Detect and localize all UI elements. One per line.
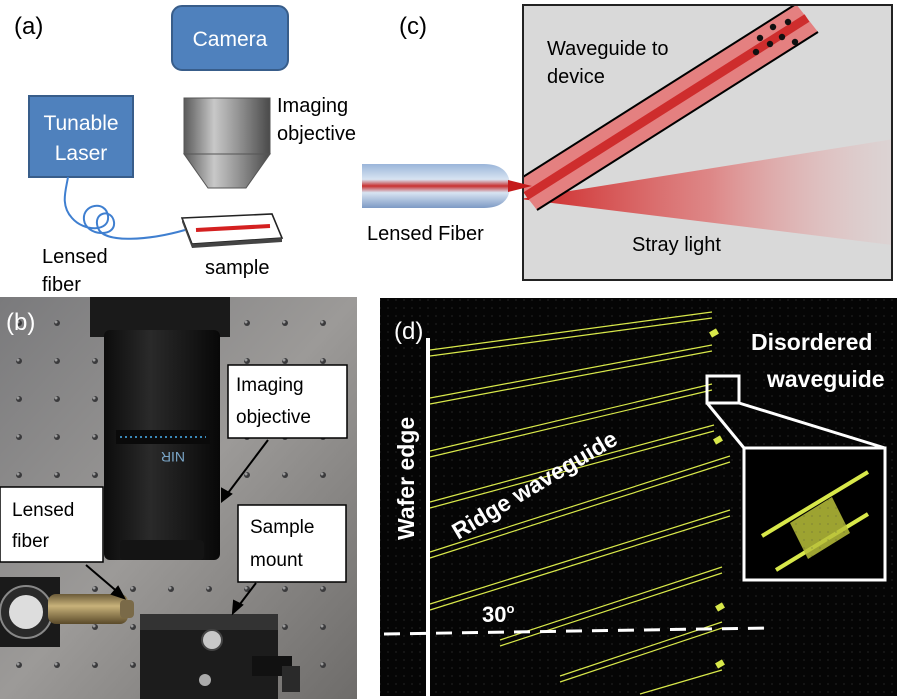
lensed-fiber-drawing — [362, 164, 532, 208]
sample-mount-photo — [140, 614, 300, 699]
imaging-objective-drawing — [183, 97, 271, 189]
angle-value: 30 — [482, 602, 506, 627]
sample-label: sample — [205, 257, 269, 279]
callout-arrows — [85, 439, 269, 616]
callout-objective-line2: objective — [236, 407, 311, 428]
fiber-label-line2: fiber — [42, 274, 81, 296]
reference-dashed-line — [383, 626, 769, 636]
camera-label: Camera — [193, 28, 268, 51]
stray-light-cone — [523, 139, 892, 246]
fiber-label-line1: Lensed — [42, 246, 108, 268]
lens-marking: NIR — [161, 449, 185, 465]
angle-degree: o — [506, 601, 514, 616]
laser-label-line2: Laser — [55, 142, 108, 165]
objective-lens-photo: NIR — [90, 297, 230, 560]
objective-label-line1: Imaging — [277, 95, 348, 117]
disordered-label-line1: Disordered — [751, 329, 872, 355]
panel-a-label: (a) — [14, 13, 43, 40]
objective-label-line2: objective — [277, 123, 356, 145]
waveguide-label-line2: device — [547, 66, 605, 88]
stray-light-label: Stray light — [632, 234, 721, 256]
fiber-coil-drawing — [63, 176, 186, 240]
sample-drawing — [180, 213, 284, 248]
callout-fiber-line1: Lensed — [12, 500, 74, 521]
panel-c: (c) Waveguide to device — [362, 4, 893, 281]
panel-b: NIR (b) Imaging objective Lensed fiber — [0, 297, 357, 699]
panel-d: (d) Wafer edge 30o Ridge waveguide Disor… — [380, 298, 897, 699]
panel-a: (a) Camera Tunable Laser Imaging objecti… — [14, 5, 356, 296]
panel-b-label: (b) — [6, 309, 35, 336]
wafer-edge-label: Wafer edge — [393, 417, 419, 540]
angle-label: 30o — [482, 601, 514, 627]
fiber-holder-photo — [0, 577, 134, 647]
waveguide-label-line1: Waveguide to — [547, 38, 669, 60]
callout-objective-box — [227, 364, 348, 439]
zoom-region-box — [705, 374, 741, 405]
disordered-label-line2: waveguide — [766, 366, 885, 392]
panel-d-label: (d) — [394, 318, 423, 345]
laser-box — [28, 95, 134, 178]
scatterer-dots — [752, 18, 799, 56]
lensed-fiber-label: Lensed Fiber — [367, 223, 484, 245]
callout-fiber-box — [0, 486, 104, 563]
callout-objective-line1: Imaging — [236, 375, 304, 396]
callout-mount-line2: mount — [250, 550, 304, 571]
camera-box — [171, 5, 289, 71]
laser-label-line1: Tunable — [43, 112, 118, 135]
callout-fiber-line2: fiber — [12, 531, 50, 552]
panel-c-label: (c) — [399, 13, 427, 40]
zoom-inset — [742, 446, 887, 582]
callout-mount-box — [237, 504, 347, 583]
callout-mount-line1: Sample — [250, 517, 314, 538]
ridge-waveguides — [429, 311, 731, 695]
